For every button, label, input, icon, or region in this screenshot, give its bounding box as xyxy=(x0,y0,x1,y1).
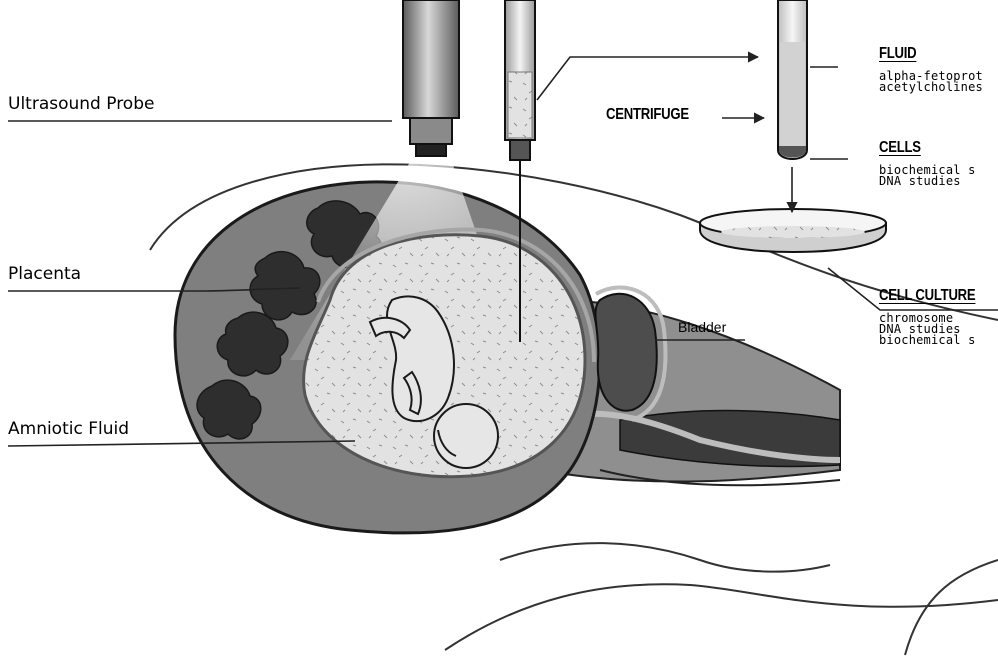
fluid-heading: FLUID xyxy=(879,46,916,62)
cell-culture-tests-list: chromosome DNA studies biochemical s xyxy=(879,313,976,346)
petri-dish xyxy=(700,209,886,252)
cell-culture-heading: CELL CULTURE xyxy=(879,288,975,304)
amniotic-fluid-label: Amniotic Fluid xyxy=(8,421,129,438)
fluid-tests-list: alpha-fetoprot acetylcholines xyxy=(879,71,983,93)
ultrasound-probe xyxy=(403,0,459,156)
leg-outline xyxy=(445,584,998,650)
cells-test-item: DNA studies xyxy=(879,176,976,187)
cells-tests-list: biochemical s DNA studies xyxy=(879,165,976,187)
cells-heading: CELLS xyxy=(879,140,921,156)
cell-culture-test-item: biochemical s xyxy=(879,335,976,346)
placenta-label: Placenta xyxy=(8,266,81,283)
bladder-label: Bladder xyxy=(678,320,726,334)
centrifuge-tube xyxy=(778,0,807,159)
bladder xyxy=(595,294,656,411)
ultrasound-probe-label: Ultrasound Probe xyxy=(8,96,154,113)
centrifuge-label: CENTRIFUGE xyxy=(606,107,689,123)
fluid-test-item: acetylcholines xyxy=(879,82,983,93)
lower-body-contour xyxy=(500,543,830,572)
